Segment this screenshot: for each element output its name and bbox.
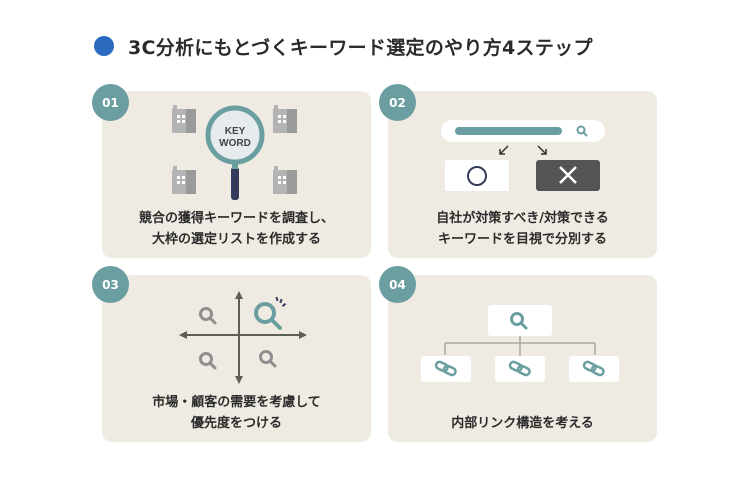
search-bar bbox=[441, 120, 605, 142]
caption-line: 優先度をつける bbox=[190, 416, 282, 431]
building-icon bbox=[172, 105, 196, 133]
building-icon bbox=[172, 166, 196, 194]
step-badge-03: 03 bbox=[92, 266, 129, 303]
caption-line: 内部リンク構造を考える bbox=[451, 416, 594, 431]
step-card-02: 自社が対策すべき/対策できる キーワードを目視で分別する bbox=[388, 91, 657, 258]
step-04-illustration bbox=[421, 305, 619, 382]
cross-ng-icon bbox=[536, 160, 600, 191]
search-icon-highlighted bbox=[254, 302, 282, 330]
link-icon bbox=[434, 360, 457, 377]
search-icon bbox=[199, 352, 217, 370]
step-01-caption: 競合の獲得キーワードを調査し、 大枠の選定リストを作成する bbox=[102, 208, 371, 250]
step-01-illustration: KEY WORD bbox=[172, 105, 297, 200]
caption-line: 市場・顧客の需要を考慮して bbox=[152, 395, 321, 410]
search-box bbox=[488, 305, 552, 336]
tree-connector bbox=[444, 330, 596, 357]
arrow-down-left-icon bbox=[499, 145, 509, 155]
step-03-caption: 市場・顧客の需要を考慮して 優先度をつける bbox=[102, 392, 371, 434]
search-icon bbox=[199, 307, 217, 325]
step-badge-04: 04 bbox=[379, 266, 416, 303]
search-icon bbox=[510, 312, 528, 330]
step-badge-02: 02 bbox=[379, 84, 416, 121]
step-03-illustration bbox=[179, 291, 307, 384]
sparkle-icon bbox=[275, 296, 287, 308]
caption-line: 自社が対策すべき/対策できる bbox=[436, 211, 609, 226]
circle-ok-icon bbox=[445, 160, 509, 191]
step-02-illustration bbox=[441, 120, 605, 191]
building-icon bbox=[273, 105, 297, 133]
page-title: 3C分析にもとづくキーワード選定のやり方4ステップ bbox=[94, 33, 593, 59]
step-04-caption: 内部リンク構造を考える bbox=[388, 413, 657, 434]
search-icon bbox=[576, 125, 588, 137]
step-card-04: 内部リンク構造を考える bbox=[388, 275, 657, 442]
link-icon bbox=[582, 360, 605, 377]
axis-arrows bbox=[179, 291, 307, 384]
lens-text-line-1: KEY bbox=[225, 126, 246, 137]
step-card-01: KEY WORD 競合の獲得キーワードを調査し、 大枠の選定リストを作成する bbox=[102, 91, 371, 258]
link-icon bbox=[508, 360, 531, 377]
lens-text-line-2: WORD bbox=[219, 138, 251, 149]
caption-line: 大枠の選定リストを作成する bbox=[151, 232, 321, 247]
step-badge-01: 01 bbox=[92, 84, 129, 121]
caption-line: キーワードを目視で分別する bbox=[437, 232, 607, 247]
caption-line: 競合の獲得キーワードを調査し、 bbox=[138, 211, 334, 226]
building-icon bbox=[273, 166, 297, 194]
arrow-down-right-icon bbox=[537, 145, 547, 155]
title-text: 3C分析にもとづくキーワード選定のやり方4ステップ bbox=[128, 36, 593, 59]
title-bullet-icon bbox=[94, 36, 114, 56]
step-02-caption: 自社が対策すべき/対策できる キーワードを目視で分別する bbox=[388, 208, 657, 250]
search-icon bbox=[259, 350, 277, 368]
magnifier-icon bbox=[205, 105, 265, 200]
step-card-03: 市場・顧客の需要を考慮して 優先度をつける bbox=[102, 275, 371, 442]
